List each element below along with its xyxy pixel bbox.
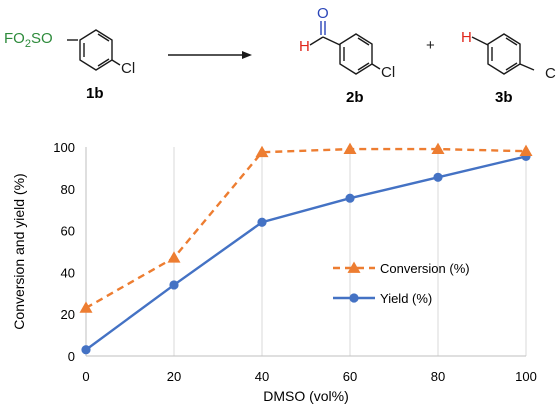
x-tick-label: 20 <box>167 369 181 384</box>
data-point-yield <box>345 193 355 203</box>
fluorosulfate-suffix: SO <box>31 30 53 47</box>
chlorine-atom-1b: Cl <box>121 60 135 77</box>
y-tick-label: 60 <box>61 224 75 239</box>
fluorosulfate-prefix: FO <box>4 30 25 47</box>
arrow-head <box>242 51 252 59</box>
y-axis-title: Conversion and yield (%) <box>11 173 27 329</box>
compound-label-1b: 1b <box>86 85 104 102</box>
data-point-conversion <box>79 301 93 313</box>
ring-double-bond <box>505 62 518 71</box>
ring-double-bond <box>357 37 370 46</box>
ring-double-bond <box>97 33 110 42</box>
bond-h-aryl <box>471 36 489 46</box>
chlorine-atom-2b: Cl <box>381 64 395 81</box>
ring-double-bond <box>505 37 518 46</box>
reactant-1b: FO2SO Cl 1b <box>4 29 135 102</box>
product-3b: H C 3b <box>461 29 556 106</box>
data-point-conversion <box>255 145 269 158</box>
benzene-ring-1b <box>79 29 113 71</box>
ring-double-bond <box>357 62 370 71</box>
bond-aryl-cl <box>519 63 535 71</box>
y-tick-label: 80 <box>61 182 75 197</box>
y-tick-label: 40 <box>61 265 75 280</box>
data-point-conversion <box>431 142 445 154</box>
x-tick-label: 40 <box>255 369 269 384</box>
fluorosulfate-subscript: 2 <box>25 38 31 50</box>
benzene-ring-2b <box>339 33 373 75</box>
chart-series <box>79 142 533 355</box>
x-tick-label: 100 <box>515 369 537 384</box>
chart-tick-labels: 0 20 40 60 80 100 0 20 40 60 80 100 <box>53 140 537 384</box>
chart-axes <box>85 147 526 357</box>
hydrogen-atom-3b: H <box>461 29 472 46</box>
plus-sign: + <box>426 37 435 54</box>
fluorosulfate-group: FO2SO <box>4 30 53 50</box>
series-line-yield <box>85 155 527 351</box>
ring-double-bond <box>97 58 110 67</box>
y-tick-label: 20 <box>61 307 75 322</box>
x-tick-label: 0 <box>82 369 89 384</box>
legend-label-conversion: Conversion (%) <box>380 261 470 276</box>
series-line-conversion <box>85 147 527 309</box>
chart-legend: Conversion (%) Yield (%) <box>333 261 470 306</box>
x-tick-label: 60 <box>343 369 357 384</box>
reaction-arrow <box>168 51 252 59</box>
data-point-conversion <box>343 142 357 154</box>
bond-aryl-cl <box>111 59 121 66</box>
y-tick-label: 100 <box>53 140 75 155</box>
aldehyde-hydrogen-2b: H <box>299 38 310 55</box>
legend-marker-yield <box>349 293 359 303</box>
bond-h-carbonyl <box>309 36 324 46</box>
oxygen-atom-2b: O <box>317 5 329 22</box>
reaction-scheme: FO2SO Cl 1b O H <box>4 5 556 106</box>
y-tick-label: 0 <box>68 349 75 364</box>
bond-carbonyl-aryl <box>322 36 341 46</box>
chart-gridlines <box>173 147 527 356</box>
benzene-ring-3b <box>487 33 521 75</box>
data-point-conversion <box>519 144 533 157</box>
x-tick-label: 80 <box>431 369 445 384</box>
data-point-yield <box>257 217 267 227</box>
product-2b: O H Cl 2b <box>299 5 395 106</box>
data-point-yield <box>169 280 179 290</box>
compound-label-3b: 3b <box>495 89 513 106</box>
chlorine-atom-3b: C <box>545 65 556 82</box>
compound-label-2b: 2b <box>346 89 364 106</box>
data-point-yield <box>433 172 443 182</box>
data-point-yield <box>81 345 91 355</box>
bond-aryl-cl <box>371 63 381 70</box>
line-chart: 0 20 40 60 80 100 0 20 40 60 80 100 DMSO (vol%) Con… <box>11 140 537 404</box>
data-point-conversion <box>167 251 181 263</box>
legend-marker-conversion <box>347 261 361 273</box>
x-axis-title: DMSO (vol%) <box>263 388 349 404</box>
legend-label-yield: Yield (%) <box>380 291 432 306</box>
